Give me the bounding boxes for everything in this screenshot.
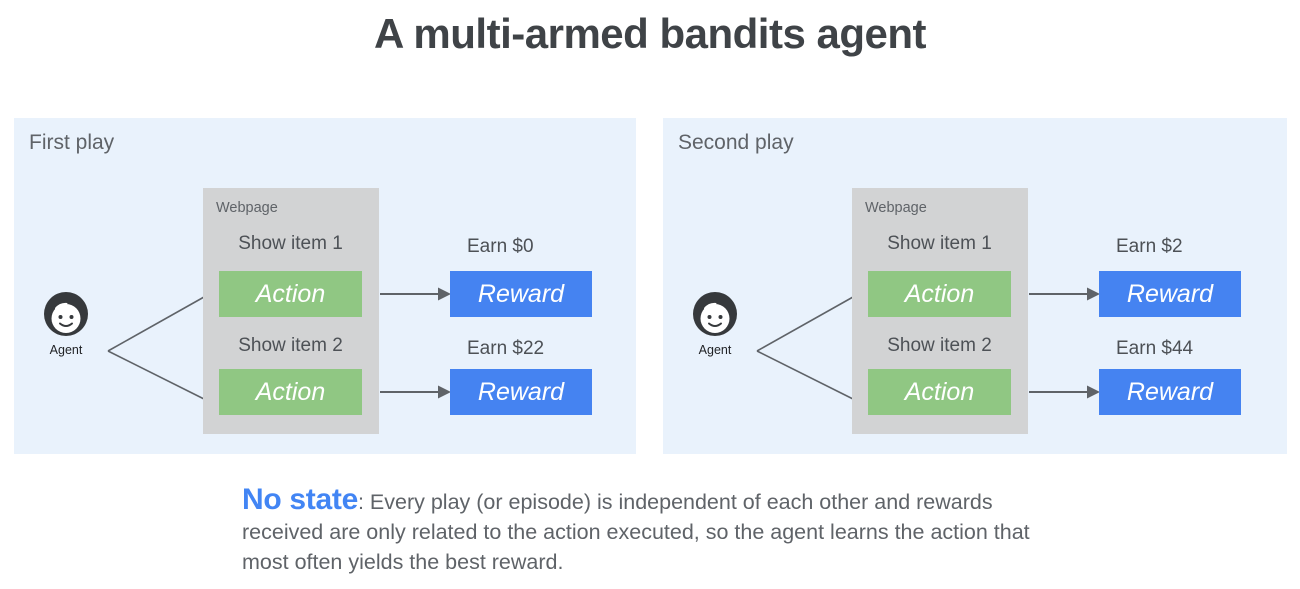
reward-box: Reward [1099, 271, 1241, 317]
webpage-box: Webpage Show item 1 Action Show item 2 A… [203, 188, 379, 434]
arrow-icon [1029, 287, 1100, 301]
action-box: Action [219, 369, 362, 415]
agent: Agent [41, 290, 91, 357]
agent-label: Agent [698, 343, 732, 357]
earn-label: Earn $44 [1116, 338, 1194, 359]
action-box: Action [868, 271, 1011, 317]
agent-face-icon [693, 292, 737, 336]
action-box: Action [219, 271, 362, 317]
earn-label: Earn $2 [1116, 236, 1183, 257]
earn-label: Earn $0 [467, 236, 534, 257]
show-item-label: Show item 1 [238, 233, 343, 254]
reward-box: Reward [450, 271, 592, 317]
caption-highlight: No state [242, 483, 358, 516]
action-label: Action [904, 279, 975, 308]
reward-box: Reward [1099, 369, 1241, 415]
show-item-label: Show item 2 [887, 335, 992, 356]
earn-label: Earn $22 [467, 338, 545, 359]
panel-label: First play [29, 131, 115, 154]
arrow-icon [380, 385, 451, 399]
agent: Agent [690, 290, 740, 357]
show-item-label: Show item 2 [238, 335, 343, 356]
arrow-icon [380, 287, 451, 301]
caption-line: No state: Every play (or episode) is ind… [242, 485, 1112, 517]
agent-label: Agent [49, 343, 83, 357]
agent-face-icon [44, 292, 88, 336]
caption-text: : Every play (or episode) is independent… [357, 490, 993, 514]
reward-box: Reward [450, 369, 592, 415]
caption-line: received are only related to the action … [242, 520, 1030, 544]
reward-label: Reward [477, 377, 565, 406]
action-label: Action [904, 377, 975, 406]
caption-line: most often yields the best reward. [242, 550, 564, 574]
webpage-box: Webpage Show item 1 Action Show item 2 A… [852, 188, 1028, 434]
action-label: Action [255, 377, 326, 406]
second-play-panel: Second play Agent Webpage Show item 1 Ac… [663, 118, 1287, 454]
arrow-icon [1029, 385, 1100, 399]
webpage-label: Webpage [865, 200, 927, 216]
action-label: Action [255, 279, 326, 308]
reward-label: Reward [477, 279, 565, 308]
page-title: A multi-armed bandits agent [373, 10, 927, 57]
panel-label: Second play [678, 131, 794, 154]
webpage-label: Webpage [216, 200, 278, 216]
reward-label: Reward [1126, 279, 1214, 308]
first-play-panel: First play Agent Webpage Show item 1 Act… [14, 118, 636, 454]
show-item-label: Show item 1 [887, 233, 992, 254]
reward-label: Reward [1126, 377, 1214, 406]
action-box: Action [868, 369, 1011, 415]
caption: No state: Every play (or episode) is ind… [242, 485, 1112, 577]
